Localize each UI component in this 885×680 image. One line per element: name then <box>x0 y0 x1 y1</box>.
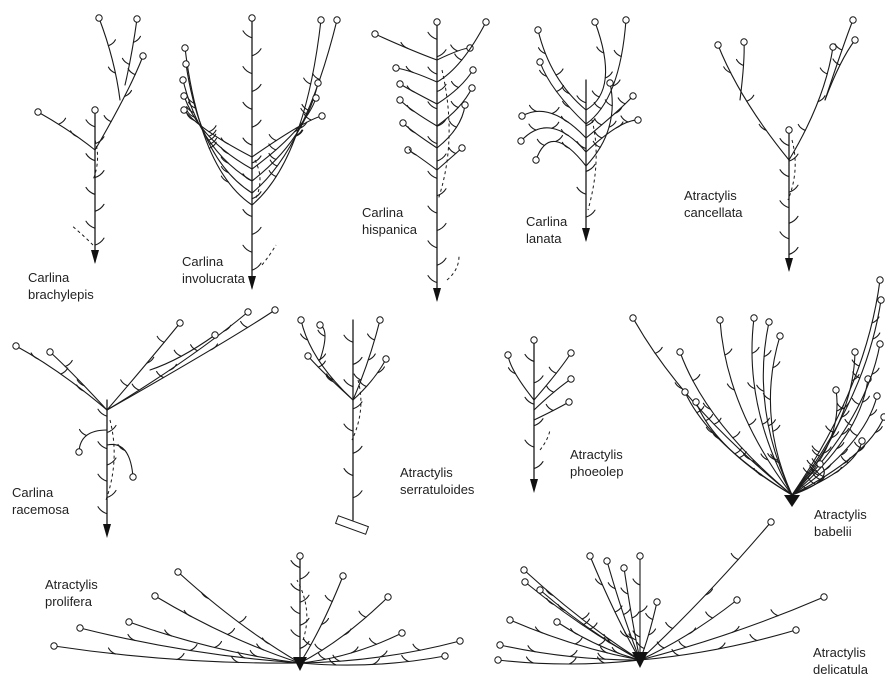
label-atractylis-babelii: Atractylis babelii <box>814 506 867 540</box>
label-species: delicatula <box>813 661 868 678</box>
plant-carlina-brachylepis <box>35 15 146 264</box>
plant-atractylis-serratuloides <box>298 317 389 534</box>
label-species: prolifera <box>45 593 98 610</box>
label-genus: Carlina <box>28 269 94 286</box>
label-carlina-hispanica: Carlina hispanica <box>362 204 417 238</box>
label-genus: Carlina <box>526 213 567 230</box>
label-genus: Atractylis <box>45 576 98 593</box>
plant-carlina-hispanica <box>372 19 489 302</box>
plant-atractylis-babelii <box>630 277 885 507</box>
plant-atractylis-cancellata <box>715 17 858 272</box>
plant-carlina-involucrata <box>180 15 340 290</box>
label-species: babelii <box>814 523 867 540</box>
label-atractylis-cancellata: Atractylis cancellata <box>684 187 743 221</box>
label-atractylis-delicatula: Atractylis delicatula <box>813 644 868 678</box>
label-carlina-brachylepis: Carlina brachylepis <box>28 269 94 303</box>
label-carlina-involucrata: Carlina involucrata <box>182 253 245 287</box>
plant-atractylis-phoeolepis <box>505 337 574 493</box>
label-genus: Carlina <box>182 253 245 270</box>
label-atractylis-phoeolepis: Atractylis phoeolep <box>570 446 624 480</box>
label-species: hispanica <box>362 221 417 238</box>
label-species: phoeolep <box>570 463 624 480</box>
label-carlina-lanata: Carlina lanata <box>526 213 567 247</box>
label-species: serratuloides <box>400 481 474 498</box>
label-atractylis-prolifera: Atractylis prolifera <box>45 576 98 610</box>
label-genus: Atractylis <box>684 187 743 204</box>
plant-carlina-lanata <box>518 17 641 242</box>
label-species: lanata <box>526 230 567 247</box>
plant-atractylis-delicatula <box>495 519 827 668</box>
label-atractylis-serratuloides: Atractylis serratuloides <box>400 464 474 498</box>
label-genus: Atractylis <box>400 464 474 481</box>
plant-atractylis-prolifera <box>51 553 463 671</box>
label-carlina-racemosa: Carlina racemosa <box>12 484 69 518</box>
label-species: racemosa <box>12 501 69 518</box>
label-species: cancellata <box>684 204 743 221</box>
label-genus: Carlina <box>12 484 69 501</box>
label-genus: Carlina <box>362 204 417 221</box>
label-genus: Atractylis <box>570 446 624 463</box>
label-genus: Atractylis <box>814 506 867 523</box>
label-species: involucrata <box>182 270 245 287</box>
label-genus: Atractylis <box>813 644 868 661</box>
label-species: brachylepis <box>28 286 94 303</box>
